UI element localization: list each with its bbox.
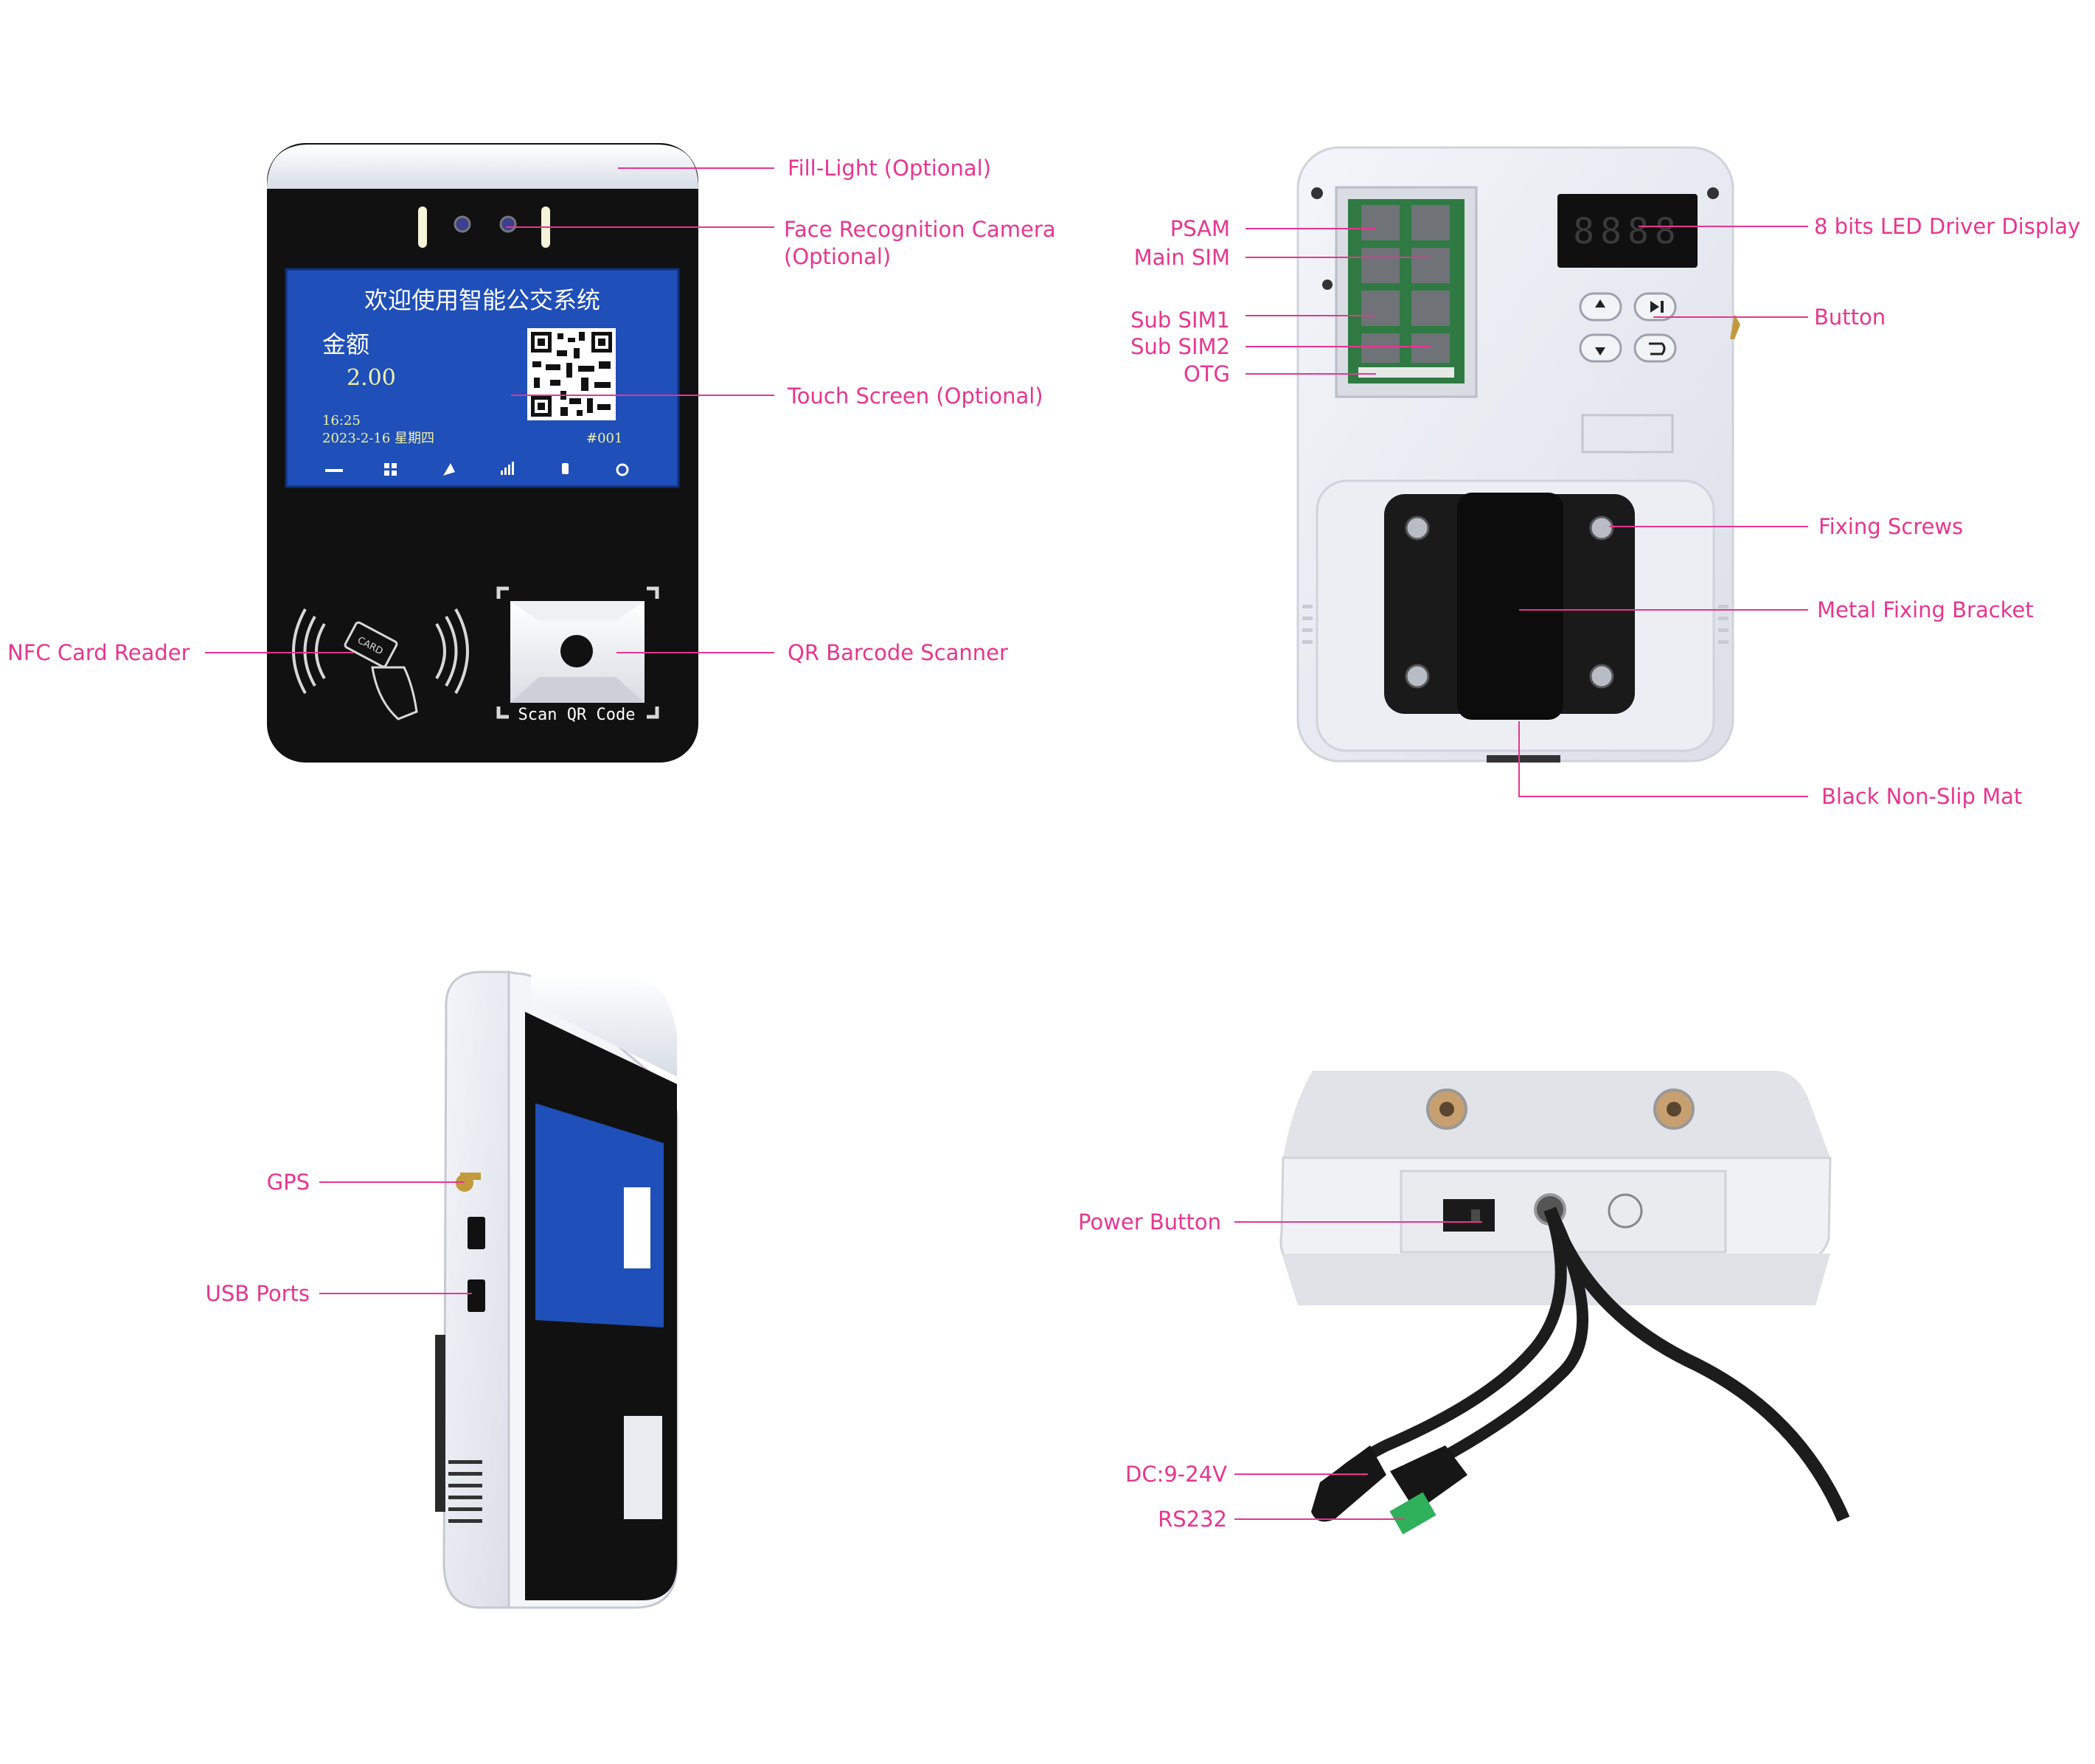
- callout-metal-bracket: Metal Fixing Bracket: [1817, 597, 2034, 622]
- power-cable: [1543, 1207, 1850, 1522]
- arrow-up-icon: [1595, 299, 1605, 308]
- bottom-top-face: [1283, 1071, 1830, 1158]
- side-view: [435, 970, 678, 1609]
- usb-icon: [325, 469, 343, 472]
- rs232-plug: [1390, 1445, 1467, 1512]
- usb-port-icon: [468, 1279, 485, 1312]
- screw-icon: [1589, 515, 1614, 541]
- return-icon: [1649, 342, 1666, 355]
- round-port-icon: [1608, 1193, 1643, 1229]
- status-bar-icons: [325, 462, 629, 476]
- callout-fixing-screws: Fixing Screws: [1818, 514, 1963, 539]
- back-view: 8888: [1296, 146, 1740, 763]
- scan-icon: [384, 463, 389, 468]
- callout-touch-screen: Touch Screen (Optional): [787, 383, 1043, 409]
- screen-device-no: #001: [586, 431, 622, 446]
- screen-date: 2023-2-16 星期四: [322, 431, 434, 446]
- qr-code-icon: [527, 328, 616, 420]
- battery-icon: [562, 463, 569, 474]
- usb-port-icon: [468, 1217, 485, 1249]
- screw-icon: [1589, 664, 1614, 689]
- front-view: 欢迎使用智能公交系统 金额 2.00 16:25 2023-2-16 星期四 #…: [267, 143, 698, 763]
- side-bracket-edge: [435, 1335, 445, 1512]
- scanner-lens-icon: [560, 635, 593, 667]
- callout-sub-sim1: Sub SIM1: [1130, 308, 1230, 333]
- rs232-terminal: [1389, 1492, 1436, 1535]
- screen-title: 欢迎使用智能公交系统: [364, 286, 600, 314]
- callout-otg: OTG: [1184, 361, 1230, 386]
- side-fill-light: [531, 975, 677, 1077]
- callout-qr-scanner: QR Barcode Scanner: [788, 640, 1008, 665]
- screw-icon: [1405, 664, 1430, 689]
- callout-labels: Fill-Light (Optional) Face Recognition C…: [7, 156, 2080, 1532]
- nfc-card-icon: CARD: [344, 621, 418, 720]
- callout-main-sim: Main SIM: [1134, 245, 1230, 270]
- back-buttons: [1579, 292, 1677, 363]
- dc-plug: [1311, 1445, 1386, 1522]
- callout-face-camera: Face Recognition Camera: [784, 217, 1056, 242]
- camera-ir-led-left: [418, 206, 427, 248]
- antenna-stub: [1730, 314, 1740, 339]
- gps-antenna-icon: [460, 1173, 481, 1180]
- callout-led-display: 8 bits LED Driver Display: [1814, 214, 2080, 239]
- camera-lens-icon: [499, 215, 517, 233]
- callout-rs232: RS232: [1158, 1507, 1227, 1532]
- non-slip-mat: [1487, 755, 1560, 763]
- callout-gps: GPS: [267, 1170, 310, 1195]
- callout-dc: DC:9-24V: [1125, 1462, 1227, 1487]
- callout-lines: [205, 167, 1808, 1520]
- callout-power-button: Power Button: [1078, 1209, 1221, 1235]
- callout-fill-light: Fill-Light (Optional): [788, 156, 991, 181]
- led-display: [1557, 194, 1698, 268]
- play-next-icon: [1650, 301, 1659, 313]
- led-digits: 8888: [1573, 211, 1682, 252]
- camera-lens-icon: [454, 215, 471, 233]
- screw-icon: [1405, 515, 1430, 541]
- sync-icon: [616, 463, 629, 476]
- side-screen: [535, 1103, 664, 1327]
- fill-light-bar: [267, 145, 698, 189]
- callout-usb-ports: USB Ports: [206, 1281, 310, 1306]
- nfc-waves-icon: [292, 608, 469, 694]
- callout-face-camera-optional: (Optional): [784, 244, 891, 269]
- otg-port: [1358, 367, 1454, 378]
- vent-slots: [1302, 605, 1729, 644]
- screen-amount-label: 金额: [322, 330, 369, 358]
- side-vents: [448, 1460, 482, 1523]
- callout-non-slip-mat: Black Non-Slip Mat: [1821, 784, 2022, 809]
- side-scanner-window: [624, 1416, 662, 1519]
- scanner-frame: [496, 586, 659, 719]
- hand-icon: [371, 666, 418, 720]
- bottom-view: [1279, 1071, 1850, 1535]
- signal-icon: [501, 470, 503, 475]
- fixing-screws: [1405, 515, 1614, 689]
- sim-slots: [1361, 205, 1450, 363]
- nfc-icon: [443, 463, 455, 476]
- label-area: [1581, 414, 1674, 454]
- screen-amount-value: 2.00: [347, 365, 396, 391]
- callout-psam: PSAM: [1170, 216, 1230, 241]
- bracket-clamp: [1457, 493, 1563, 720]
- arrow-down-icon: [1595, 347, 1605, 355]
- callout-button: Button: [1814, 305, 1886, 330]
- scanner-label: Scan QR Code: [518, 706, 636, 724]
- side-qr-code: [624, 1187, 650, 1268]
- screen-time: 16:25: [322, 413, 361, 428]
- callout-nfc-reader: NFC Card Reader: [7, 640, 190, 665]
- callout-sub-sim2: Sub SIM2: [1130, 334, 1230, 359]
- power-switch[interactable]: [1443, 1199, 1495, 1232]
- back-button[interactable]: [1633, 333, 1677, 363]
